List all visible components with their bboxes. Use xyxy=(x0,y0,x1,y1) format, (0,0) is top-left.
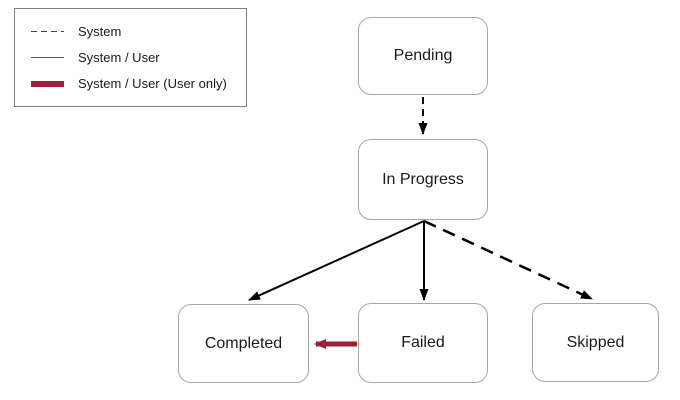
legend-label: System xyxy=(78,24,122,39)
legend: System System / User System / User (User… xyxy=(14,8,247,107)
solid-line-swatch xyxy=(31,57,64,58)
edge-inprogress-to-skipped xyxy=(423,219,593,301)
legend-label: System / User xyxy=(78,50,160,65)
dashed-line-swatch xyxy=(31,30,64,33)
legend-item-user-only: System / User (User only) xyxy=(31,76,238,91)
node-in-progress: In Progress xyxy=(358,139,488,220)
legend-label: System / User (User only) xyxy=(78,76,227,91)
node-skipped: Skipped xyxy=(532,303,659,382)
node-pending: Pending xyxy=(358,17,488,95)
legend-item-system: System xyxy=(31,24,238,39)
legend-item-system-user: System / User xyxy=(31,50,238,65)
edge-inprogress-to-completed xyxy=(248,220,425,301)
thick-red-line-swatch xyxy=(31,80,64,87)
node-completed: Completed xyxy=(178,304,309,383)
node-failed: Failed xyxy=(358,303,488,383)
